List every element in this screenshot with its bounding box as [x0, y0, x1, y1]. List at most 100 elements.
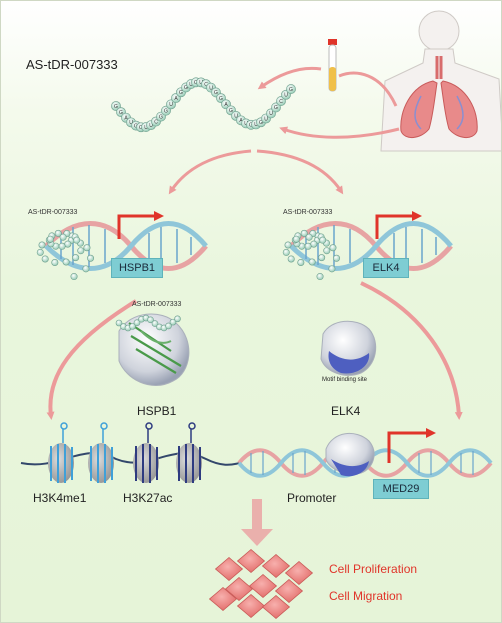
nucleotide-letter: C — [154, 119, 158, 125]
nucleotide-bead — [70, 273, 78, 281]
nucleotide-bead — [174, 315, 181, 323]
hspb1-caption: HSPB1 — [137, 404, 177, 418]
nucleotide-letter: U — [234, 114, 238, 120]
tumor-cell — [224, 576, 254, 602]
nucleotide-letter: U — [269, 111, 273, 117]
nucleotide-letter: G — [214, 90, 218, 96]
nucleotide-letter: C — [204, 82, 208, 88]
nucleotide-bead — [282, 248, 290, 256]
nucleotide-bead — [83, 244, 91, 252]
nucleotide-bead — [62, 258, 70, 266]
tumor-cell — [236, 593, 266, 619]
arrow-to-elk4 — [256, 149, 344, 195]
nucleotide-letter: U — [254, 122, 258, 128]
nucleotide-letter: A — [224, 102, 228, 108]
tumor-cells-icon — [208, 548, 314, 620]
hspb1-gene-box: HSPB1 — [111, 258, 163, 278]
nucleotide-bead — [286, 84, 296, 94]
promoter-dna — [237, 428, 493, 478]
nucleotide-letter: U — [149, 123, 153, 129]
protein-structure-icon — [118, 313, 190, 386]
nucleotide-letter: G — [134, 123, 138, 129]
nucleotide-bead — [38, 241, 46, 249]
nucleotide-bead — [51, 259, 59, 267]
bead-chain-protein — [115, 314, 181, 332]
nucleotide-letter: U — [209, 85, 213, 91]
h3k27ac-label: H3K27ac — [123, 491, 173, 505]
motif-binding-site-label: Motif binding site — [322, 377, 368, 383]
nucleotide-letter: G — [114, 104, 118, 110]
arrow-lungs-to-tube — [338, 71, 398, 107]
left-small-label: AS-tDR-007333 — [28, 209, 78, 216]
human-lungs-icon — [380, 10, 501, 152]
nucleotide-bead — [316, 273, 324, 281]
nucleotide-bead — [59, 233, 67, 241]
nucleotide-letter: G — [139, 125, 143, 131]
elk4-caption: ELK4 — [331, 404, 361, 418]
nucleotide-bead — [82, 265, 90, 273]
arrow-to-hspb1 — [168, 149, 252, 195]
nucleotide-letter: G — [249, 123, 253, 129]
nucleotide-letter: G — [229, 108, 233, 114]
elk4-protein-icon — [320, 320, 377, 376]
nucleotide-letter: C — [279, 99, 283, 105]
nucleotide-bead — [287, 255, 295, 263]
nucleotide-bead — [328, 265, 336, 273]
nucleotide-letter: G — [289, 87, 293, 93]
nucleotide-letter: G — [194, 80, 198, 86]
nucleotide-bead — [284, 241, 292, 249]
nucleotide-bead — [329, 244, 337, 252]
nucleotide-letter: U — [199, 80, 203, 86]
nucleotide-bead — [169, 318, 177, 326]
nucleotide-bead — [58, 242, 66, 250]
outcome-migration: Cell Migration — [329, 589, 403, 603]
nucleotide-bead — [133, 319, 141, 327]
nucleotide-bead — [115, 319, 123, 327]
nucleotide-letter: U — [129, 120, 133, 126]
tumor-cell — [261, 553, 291, 579]
arrow-hspb1-to-histones — [46, 299, 138, 420]
nucleotide-bead — [323, 247, 331, 255]
nucleotide-letter: U — [264, 116, 268, 122]
nucleotide-bead — [308, 258, 316, 266]
nucleotide-bead — [300, 229, 308, 237]
nucleotide-letter: G — [159, 114, 163, 120]
nucleotide-letter: A — [239, 118, 243, 124]
nucleotide-bead — [333, 254, 341, 262]
outcome-proliferation: Cell Proliferation — [329, 562, 418, 576]
structure-label: AS-tDR-007333 — [132, 301, 182, 308]
nucleotide-bead — [292, 235, 300, 243]
tumor-cell — [274, 578, 304, 604]
bead-chain-right — [282, 229, 341, 281]
dna-helix-right — [289, 211, 453, 271]
nucleotide-letter: U — [144, 125, 148, 131]
rna-title: AS-tDR-007333 — [26, 57, 118, 72]
nucleotide-bead — [297, 259, 305, 267]
nucleotide-bead — [304, 242, 312, 250]
tumor-cell — [236, 548, 266, 574]
nucleotide-bead — [73, 236, 81, 244]
nucleotide-bead — [147, 316, 154, 324]
bead-chain-left — [36, 229, 95, 281]
tumor-cell — [248, 573, 278, 599]
nucleotide-letter: G — [119, 110, 123, 116]
nucleotide-letter: G — [164, 109, 168, 115]
nucleotide-letter: A — [174, 96, 178, 102]
nucleotide-letter: G — [274, 105, 278, 111]
nucleotide-letter: G — [179, 90, 183, 96]
tumor-cell — [214, 556, 244, 582]
nucleotide-bead — [129, 323, 136, 330]
nucleotide-letter: U — [189, 82, 193, 88]
nucleotide-letter: G — [184, 85, 188, 91]
nucleotide-bead — [165, 322, 172, 330]
nucleotide-letter: A — [124, 116, 128, 122]
arrow-lungs-to-rna — [279, 126, 400, 139]
promoter-label: Promoter — [287, 491, 337, 505]
nucleotide-bead — [87, 254, 95, 262]
nucleotide-letter: U — [169, 102, 173, 108]
nucleotide-bead — [54, 229, 62, 237]
nucleotide-bead — [318, 254, 326, 262]
